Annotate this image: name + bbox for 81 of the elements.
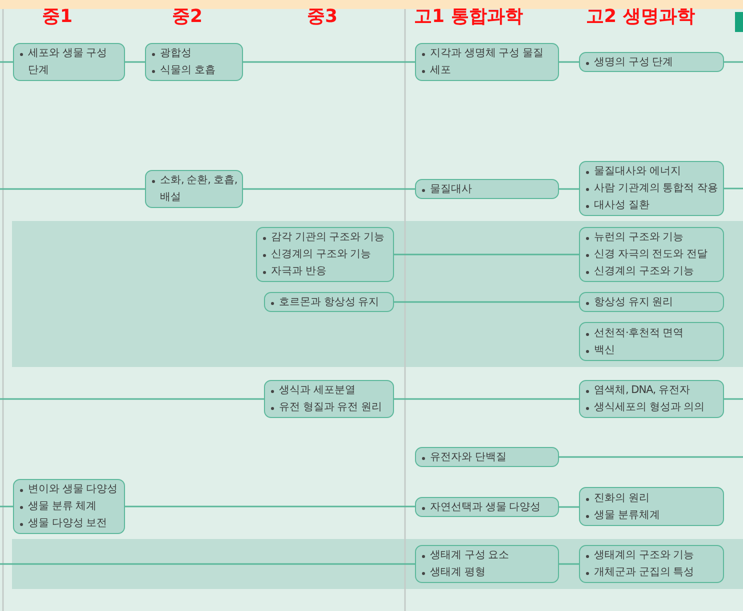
topic-box: [415, 43, 559, 81]
bullet-item: 유전자와 단백질: [421, 448, 554, 466]
connector-line: [243, 61, 415, 63]
bullet-item: 생태계 평형: [421, 564, 554, 581]
column-heading: 고2 생명과학: [586, 5, 695, 28]
bullet-item: 생태계의 구조와 기능: [585, 547, 719, 564]
column-heading: 중3: [307, 5, 338, 28]
connector-line: [559, 188, 579, 190]
topic-box: [579, 322, 724, 361]
topic-box: [579, 380, 724, 418]
topic-box: [415, 447, 559, 467]
topic-box: [415, 545, 559, 583]
connector-line: [125, 61, 145, 63]
connector-line: [559, 563, 579, 565]
bullet-item: 신경 자극의 전도와 전달: [585, 246, 719, 263]
bullet-item: 대사성 질환: [585, 197, 719, 214]
topic-box: [145, 43, 243, 81]
bullet-item: 감각 기관의 구조와 기능: [262, 229, 389, 246]
bullet-item: 호르몬과 항상성 유지: [270, 294, 389, 310]
bullet-item: 지각과 생명체 구성 물질: [421, 45, 554, 62]
connector-line: [724, 398, 743, 400]
bullet-item: 신경계의 구조와 기능: [585, 263, 719, 280]
bullet-item: 뉴런의 구조와 기능: [585, 229, 719, 246]
connector-line: [559, 506, 579, 508]
bullet-item: 생식세포의 형성과 의의: [585, 399, 719, 416]
bullet-item: 사람 기관계의 통합적 작용: [585, 180, 719, 197]
connector-line: [559, 61, 579, 63]
topic-box: [264, 380, 394, 418]
connector-line: [0, 506, 13, 508]
bullet-item: 염색체, DNA, 유전자: [585, 382, 719, 399]
topic-box: [579, 52, 724, 72]
topic-box: [579, 292, 724, 312]
topic-box: [256, 227, 394, 282]
connector-line: [0, 188, 145, 190]
bullet-item: 생물 다양성 보전: [19, 515, 120, 532]
bullet-item: 생명의 구성 단계: [585, 54, 719, 70]
topic-box: [579, 487, 724, 526]
connector-line: [243, 188, 415, 190]
topic-box: [579, 227, 724, 282]
bullet-item: 생태계 구성 요소: [421, 547, 554, 564]
bullet-item: 개체군과 군집의 특성: [585, 564, 719, 581]
topic-box: [264, 292, 394, 312]
bullet-item: 진화의 원리: [585, 490, 719, 506]
bullet-item: 신경계의 구조와 기능: [262, 246, 389, 263]
topic-box: [415, 179, 559, 199]
bullet-item: 변이와 생물 다양성: [19, 481, 120, 498]
connector-line: [394, 398, 579, 400]
bullet-item: 선천적·후천적 면역: [585, 324, 719, 342]
bullet-item: 생물 분류 체계: [19, 498, 120, 515]
bullet-item: 자연선택과 생물 다양성: [421, 498, 554, 516]
bullet-item: 생물 분류체계: [585, 506, 719, 524]
column-heading: 중2: [172, 5, 203, 28]
connector-line: [724, 61, 743, 63]
bullet-item: 세포와 생물 구성 단계: [19, 45, 120, 79]
topic-box: [13, 479, 125, 534]
connector-line: [0, 563, 415, 565]
topic-box: [13, 43, 125, 81]
bullet-item: 물질대사: [421, 180, 554, 198]
connector-line: [0, 398, 264, 400]
bullet-item: 소화, 순환, 호흡, 배설: [151, 172, 238, 206]
connector-line: [394, 301, 579, 303]
bullet-item: 유전 형질과 유전 원리: [270, 399, 389, 416]
connector-line: [0, 61, 13, 63]
bullet-item: 자극과 반응: [262, 263, 389, 280]
bullet-item: 광합성: [151, 45, 238, 62]
bullet-item: 생식과 세포분열: [270, 382, 389, 399]
connector-line: [125, 506, 415, 508]
bullet-item: 물질대사와 에너지: [585, 163, 719, 180]
bullet-item: 세포: [421, 62, 554, 79]
topic-box: [415, 497, 559, 517]
connector-line: [394, 254, 579, 256]
bullet-item: 백신: [585, 342, 719, 358]
connector-line: [559, 456, 743, 458]
column-heading: 고1 통합과학: [414, 5, 523, 28]
bullet-item: 식물의 호흡: [151, 62, 238, 79]
topic-box: [579, 161, 724, 216]
column-heading: 중1: [42, 5, 73, 28]
bullet-item: 항상성 유지 원리: [585, 294, 719, 310]
topic-box: [145, 170, 243, 208]
topic-box: [579, 545, 724, 583]
connector-line: [724, 188, 743, 190]
